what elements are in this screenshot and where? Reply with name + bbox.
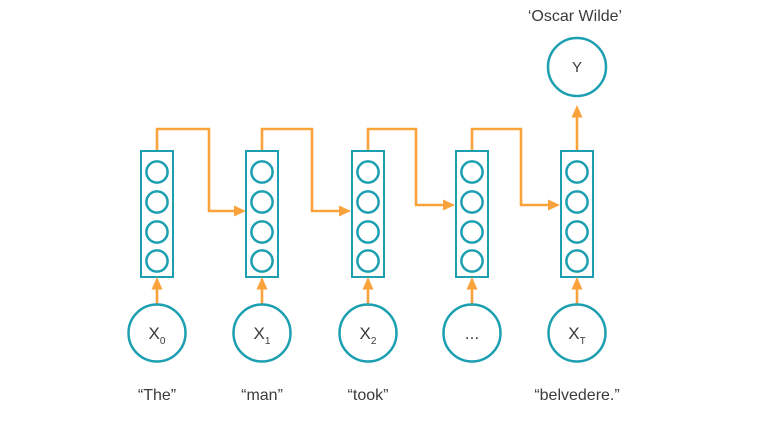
rnn-unit-3: ...	[442, 150, 502, 363]
input-arrow	[362, 277, 374, 304]
state-cell-circle	[145, 220, 169, 244]
rnn-unit-2: X2 “took”	[338, 150, 398, 404]
state-cell-circle	[250, 249, 274, 273]
state-cell-circle	[356, 160, 380, 184]
output-node: Y	[546, 36, 608, 98]
input-node-circle	[547, 303, 607, 363]
rnn-unit-0: X0 “The”	[127, 150, 187, 404]
recurrence-arrow-3	[470, 127, 560, 211]
output-arrow	[571, 105, 583, 150]
word-label: “took”	[348, 387, 389, 404]
state-cell-circle	[250, 160, 274, 184]
state-cell-circle	[460, 190, 484, 214]
input-node-label: X1	[254, 324, 271, 347]
input-node-label: X0	[149, 324, 166, 347]
rnn-unit-1: X1 “man”	[232, 150, 292, 404]
recurrence-arrow-2	[366, 127, 455, 211]
input-arrow	[256, 277, 268, 304]
word-label: “man”	[241, 387, 283, 404]
state-cell-circle	[145, 190, 169, 214]
input-node-circle	[442, 303, 502, 363]
output-node-label: Y	[572, 59, 582, 76]
state-cell-circle	[145, 160, 169, 184]
input-node-label: X2	[360, 324, 377, 347]
input-node-circle	[127, 303, 187, 363]
state-cell-circle	[565, 160, 589, 184]
state-cell-circle	[565, 249, 589, 273]
input-arrow	[151, 277, 163, 304]
input-node-circle	[232, 303, 292, 363]
state-cell-circle	[250, 220, 274, 244]
output-node-circle	[546, 36, 608, 98]
state-cell-circle	[356, 190, 380, 214]
state-cell-circle	[565, 220, 589, 244]
state-cell-circle	[565, 190, 589, 214]
rnn-unit-4: XT “belvedere.”	[534, 150, 620, 404]
word-label: “belvedere.”	[534, 387, 619, 404]
state-cell-circle	[460, 249, 484, 273]
input-node-label: ...	[465, 324, 479, 343]
state-cell-circle	[356, 220, 380, 244]
state-cell-circle	[250, 190, 274, 214]
input-node-label: XT	[568, 324, 585, 347]
state-cell-circle	[145, 249, 169, 273]
input-node-circle	[338, 303, 398, 363]
recurrence-arrow-0	[155, 127, 246, 217]
input-arrow	[466, 277, 478, 304]
input-arrow	[571, 277, 583, 304]
state-cell-circle	[356, 249, 380, 273]
output-word-label: ‘Oscar Wilde’	[528, 8, 622, 25]
word-label: “The”	[138, 387, 176, 404]
recurrence-arrow-1	[260, 127, 351, 217]
state-cell-circle	[460, 220, 484, 244]
state-cell-circle	[460, 160, 484, 184]
